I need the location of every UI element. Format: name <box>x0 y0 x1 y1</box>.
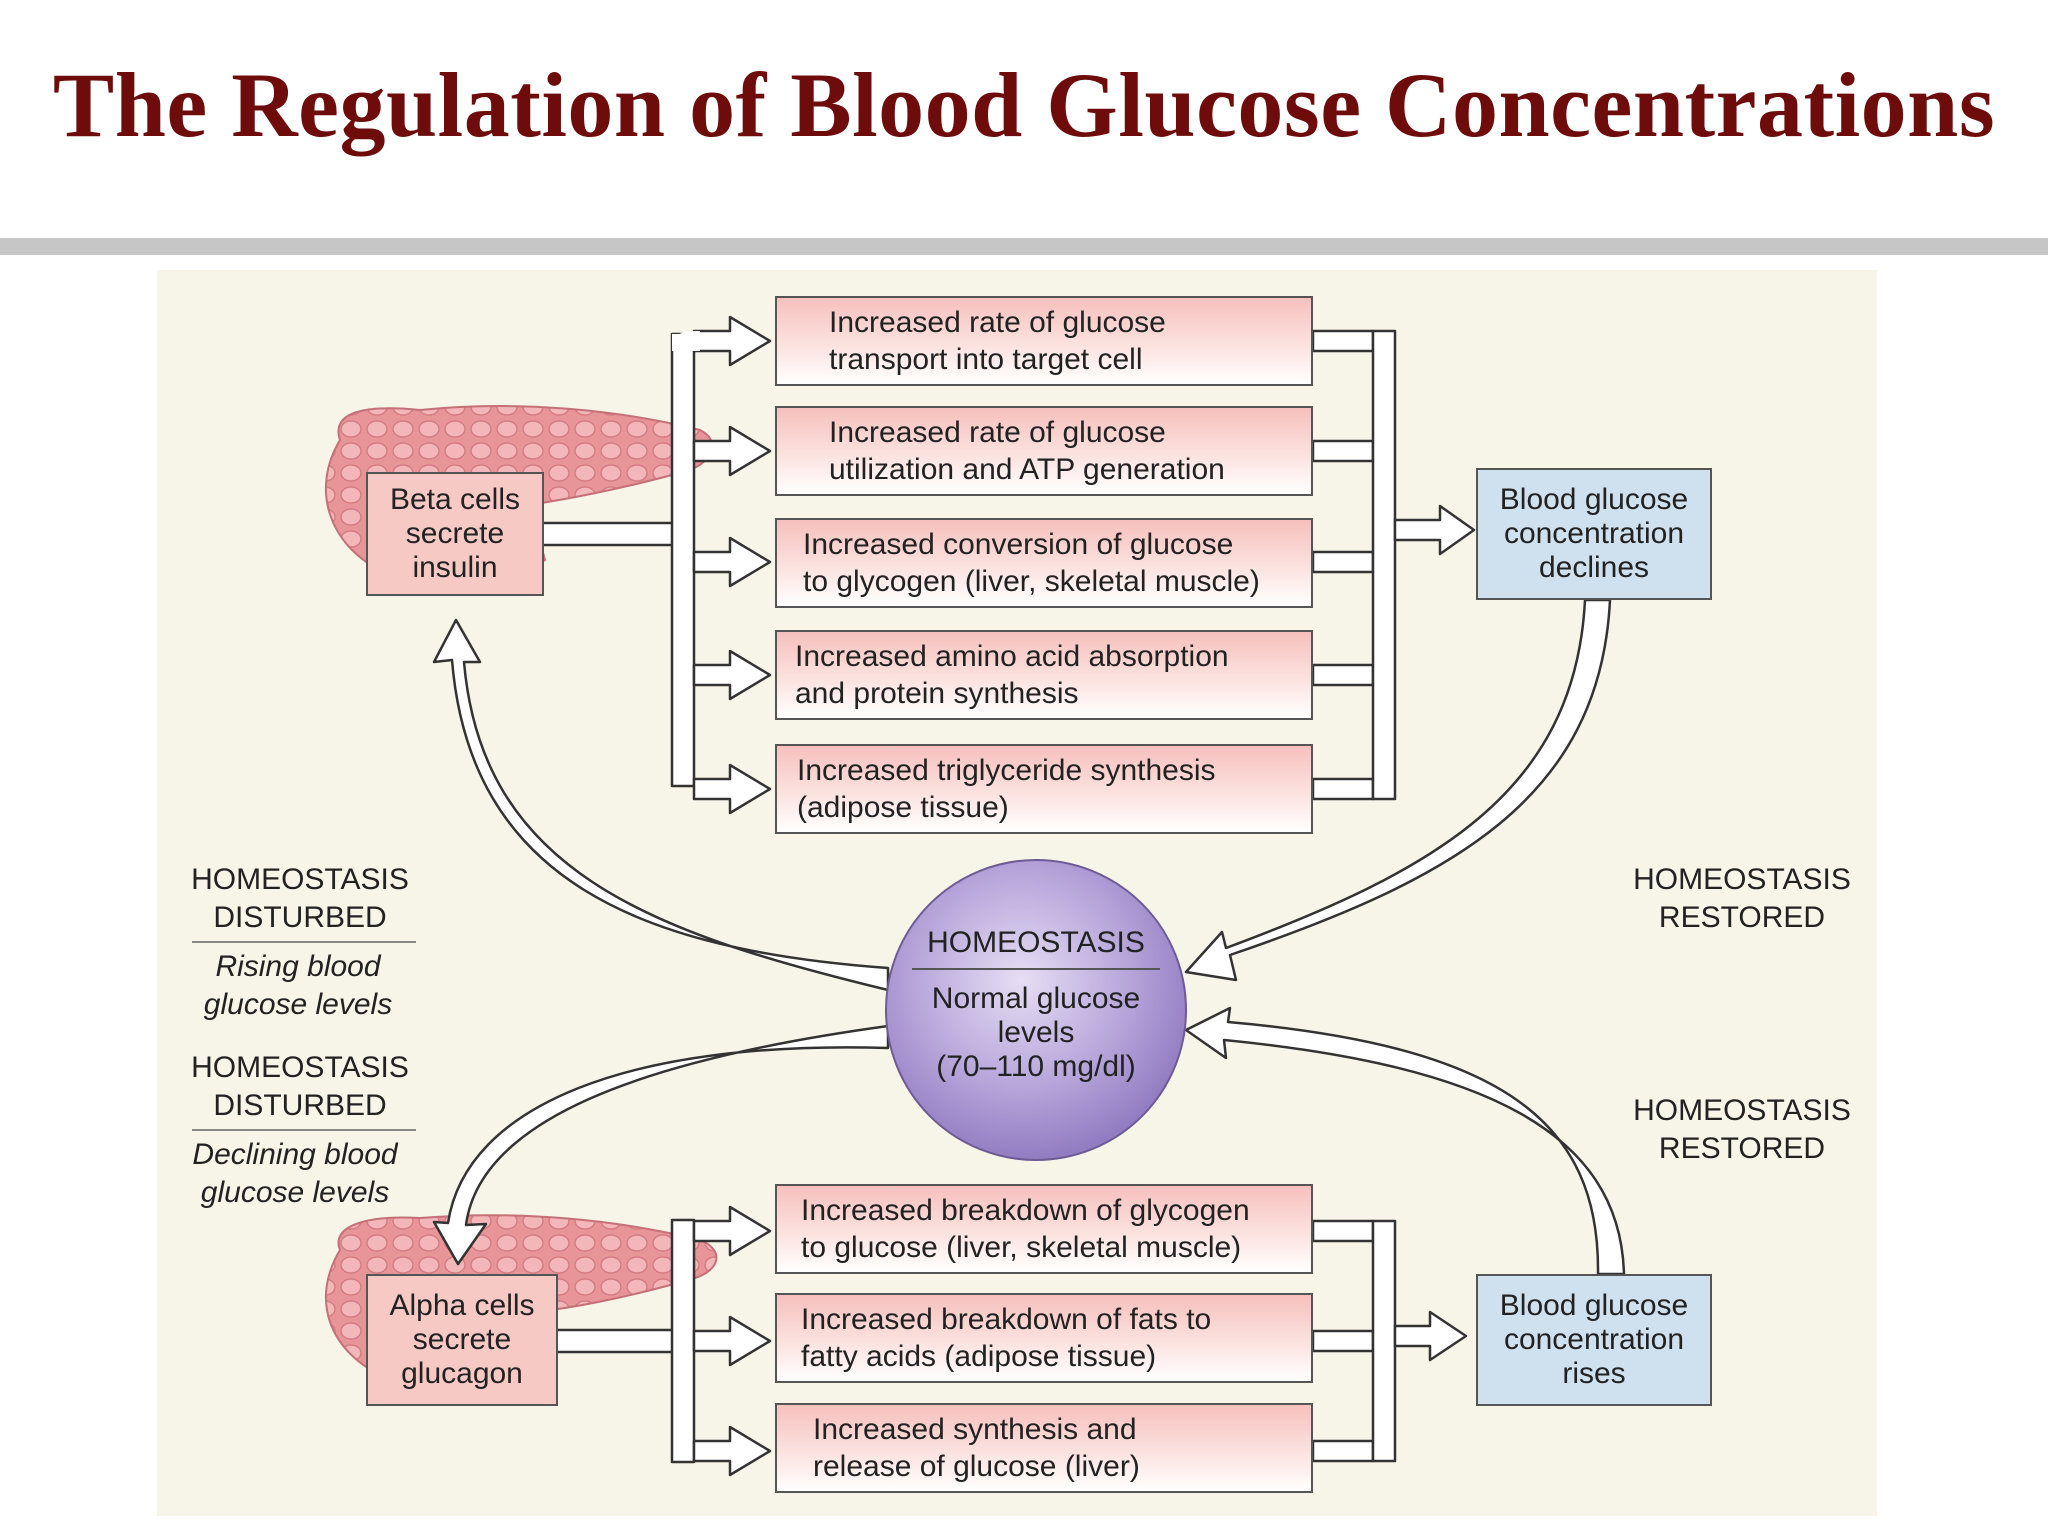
homeostasis-restored-bottom-label: HOMEOSTASIS RESTORED <box>1633 1094 1851 1165</box>
insulin-effect-box: Increased rate of glucose transport into… <box>775 296 1313 386</box>
homeostasis-heading: HOMEOSTASIS <box>912 926 1160 970</box>
insulin-effect-box: Increased triglyceride synthesis (adipos… <box>775 744 1313 834</box>
glucagon-branch-arrow <box>692 1315 772 1367</box>
alpha-cells-box: Alpha cells secrete glucagon <box>366 1274 558 1406</box>
insulin-branch-arrow <box>692 425 772 477</box>
glucagon-effect-text: Increased breakdown of glycogen to gluco… <box>801 1194 1250 1264</box>
insulin-effect-text: Increased amino acid absorption and prot… <box>795 640 1229 710</box>
page-title: The Regulation of Blood Glucose Concentr… <box>52 54 1996 156</box>
glucagon-effect-box: Increased breakdown of fats to fatty aci… <box>775 1293 1313 1383</box>
label-divider <box>192 1129 416 1131</box>
blood-glucose-declines-box: Blood glucose concentration declines <box>1476 468 1712 600</box>
insulin-collector-stub <box>1311 777 1375 801</box>
declining-glucose-label: Declining blood glucose levels <box>192 1138 398 1209</box>
glucagon-effect-text: Increased synthesis and release of gluco… <box>813 1413 1140 1483</box>
insulin-collector-stub <box>1311 663 1375 687</box>
insulin-branch-arrow <box>692 315 772 367</box>
insulin-effect-box: Increased rate of glucose utilization an… <box>775 406 1313 496</box>
feedback-arrow-to-alpha <box>432 1024 890 1266</box>
glucagon-branch-arrows <box>553 1205 772 1477</box>
glucagon-collector-stub <box>1311 1439 1375 1463</box>
feedback-arrow-to-beta <box>432 618 890 992</box>
insulin-arrow-heads <box>672 315 772 815</box>
beta-cells-label: Beta cells secrete insulin <box>389 483 521 584</box>
glucagon-effect-box: Increased synthesis and release of gluco… <box>775 1403 1313 1493</box>
feedback-arrow-from-rises <box>1184 1006 1626 1276</box>
homeostasis-disturbed-bottom-label: HOMEOSTASIS DISTURBED <box>191 1051 409 1122</box>
glucagon-effect-box: Increased breakdown of glycogen to gluco… <box>775 1184 1313 1274</box>
insulin-branch-arrows <box>540 332 696 788</box>
homeostasis-text: HOMEOSTASIS Normal glucose levels (70–11… <box>886 926 1186 1084</box>
insulin-collector-stub <box>1311 329 1375 353</box>
title-divider <box>0 238 2048 255</box>
blood-glucose-rises-label: Blood glucose concentration rises <box>1499 1289 1689 1390</box>
alpha-cells-label: Alpha cells secrete glucagon <box>389 1289 535 1390</box>
homeostasis-body: Normal glucose levels (70–110 mg/dl) <box>931 982 1141 1083</box>
insulin-collector-arrow <box>1393 504 1476 556</box>
glucagon-collector-stub <box>1311 1219 1375 1243</box>
insulin-collector-bar <box>1371 329 1397 801</box>
insulin-effect-text: Increased rate of glucose utilization an… <box>829 416 1225 486</box>
insulin-branch-arrow <box>692 536 772 588</box>
insulin-effect-text: Increased triglyceride synthesis (adipos… <box>797 754 1216 824</box>
insulin-effect-text: Increased conversion of glucose to glyco… <box>803 528 1260 598</box>
feedback-arrows <box>432 598 1626 1276</box>
insulin-effect-box: Increased conversion of glucose to glyco… <box>775 518 1313 608</box>
insulin-effect-box: Increased amino acid absorption and prot… <box>775 630 1313 720</box>
insulin-collector <box>1311 329 1476 801</box>
blood-glucose-rises-box: Blood glucose concentration rises <box>1476 1274 1712 1406</box>
glucagon-collector-arrow <box>1393 1310 1468 1362</box>
glucagon-collector-bar <box>1371 1219 1397 1463</box>
glucagon-branch-bar <box>670 1218 696 1464</box>
glucagon-branch-stem <box>553 1328 676 1354</box>
beta-cells-box: Beta cells secrete insulin <box>366 472 544 596</box>
insulin-collector-stub <box>1311 550 1375 574</box>
glucagon-branch-arrow <box>692 1425 772 1477</box>
homeostasis-disturbed-top-label: HOMEOSTASIS DISTURBED <box>191 863 409 934</box>
glucagon-effect-text: Increased breakdown of fats to fatty aci… <box>801 1303 1212 1373</box>
homeostasis-circle <box>885 859 1187 1161</box>
blood-glucose-declines-label: Blood glucose concentration declines <box>1499 483 1689 584</box>
glucagon-branch-arrow <box>692 1205 772 1257</box>
insulin-branch-corner <box>672 331 700 351</box>
insulin-branch-arrow <box>692 649 772 701</box>
label-divider <box>192 941 416 943</box>
homeostasis-restored-top-label: HOMEOSTASIS RESTORED <box>1633 863 1851 934</box>
glucagon-collector-stub <box>1311 1329 1375 1353</box>
glucagon-collector <box>1311 1219 1468 1463</box>
feedback-arrow-from-declines <box>1184 598 1612 982</box>
insulin-branch-arrow <box>692 763 772 815</box>
insulin-collector-stub <box>1311 439 1375 463</box>
rising-glucose-label: Rising blood glucose levels <box>203 950 393 1021</box>
insulin-effect-text: Increased rate of glucose transport into… <box>829 306 1166 376</box>
